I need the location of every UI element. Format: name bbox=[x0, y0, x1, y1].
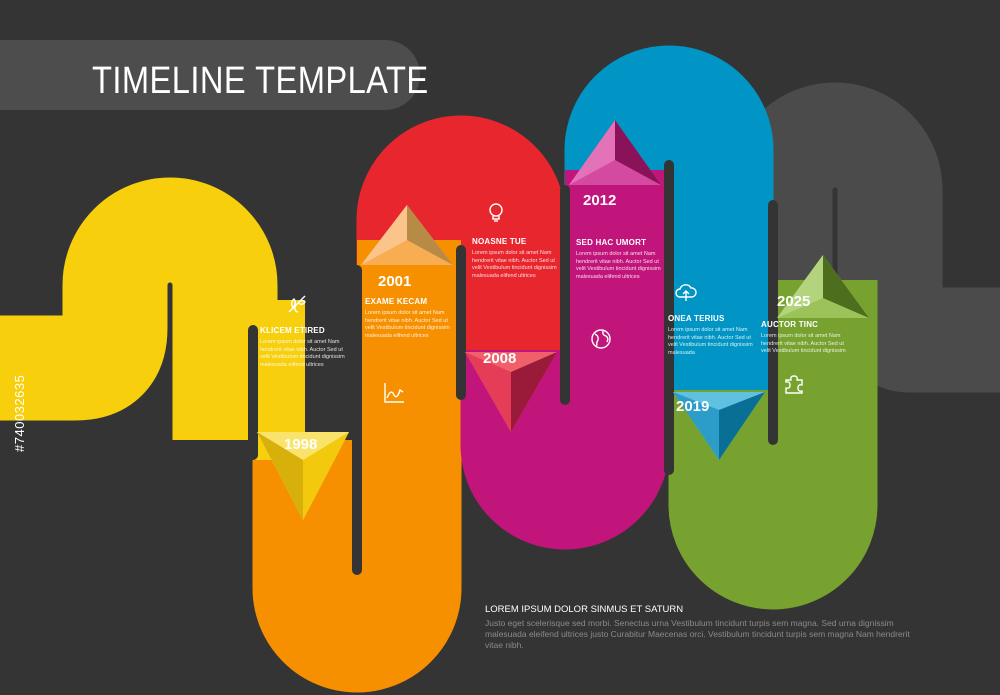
globe-icon bbox=[591, 329, 611, 349]
year-label-2019: 2019 bbox=[676, 398, 710, 415]
chart-icon bbox=[384, 383, 404, 403]
track-segment-yellow bbox=[0, 177, 278, 440]
year-label-2025: 2025 bbox=[777, 293, 811, 310]
arrow-1998 bbox=[257, 432, 349, 520]
arrow-2025 bbox=[777, 255, 869, 318]
milestone-2001: EXAME KECAM Lorem ipsum dolor sit amet N… bbox=[365, 297, 457, 340]
milestone-text: Lorem ipsum dolor sit amet Nam hendrerit… bbox=[761, 333, 846, 354]
puzzle-icon bbox=[785, 375, 803, 394]
page-title: TIMELINE TEMPLATE bbox=[92, 60, 429, 102]
milestone-text: Lorem ipsum dolor sit amet Nam hendrerit… bbox=[365, 310, 450, 339]
arrow-2001 bbox=[361, 205, 453, 265]
milestone-1998: KLICEM ETIRED Lorem ipsum dolor sit amet… bbox=[260, 326, 352, 369]
footer-heading: LOREM IPSUM DOLOR SINMUS ET SATURN bbox=[485, 604, 684, 615]
title-band bbox=[0, 40, 420, 110]
cloud-icon bbox=[675, 284, 697, 301]
stock-id-label: #740032635 bbox=[12, 374, 27, 452]
track-u-blue-green bbox=[668, 280, 878, 610]
milestone-heading: SED HAC UMORT bbox=[576, 238, 647, 247]
year-label-1998: 1998 bbox=[284, 436, 318, 453]
milestone-heading: AUCTOR TINC bbox=[761, 320, 819, 329]
milestone-heading: ONEA TERIUS bbox=[668, 314, 725, 323]
milestone-text: Lorem ipsum dolor sit amet Nam hendrerit… bbox=[668, 327, 753, 356]
track-gaps bbox=[248, 160, 778, 575]
milestone-2019: ONEA TERIUS Lorem ipsum dolor sit amet N… bbox=[668, 314, 760, 357]
arrow-2012 bbox=[569, 120, 661, 185]
footer-note: LOREM IPSUM DOLOR SINMUS ET SATURN Justo… bbox=[485, 604, 925, 651]
footer-text: Justo eget scelerisque sed morbi. Senect… bbox=[485, 618, 910, 650]
track-u-orange-red bbox=[356, 115, 566, 420]
lightbulb-icon bbox=[489, 203, 503, 222]
milestone-text: Lorem ipsum dolor sit amet Nam hendrerit… bbox=[576, 251, 661, 280]
track-orange-fill bbox=[357, 240, 461, 500]
milestone-heading: KLICEM ETIRED bbox=[260, 326, 325, 335]
track-u-red-magenta bbox=[460, 200, 670, 550]
year-label-2001: 2001 bbox=[378, 273, 412, 290]
track-blue-fill bbox=[669, 150, 773, 390]
milestone-2025: AUCTOR TINC Lorem ipsum dolor sit amet N… bbox=[761, 320, 853, 356]
milestone-heading: EXAME KECAM bbox=[365, 297, 428, 306]
year-label-2008: 2008 bbox=[483, 350, 517, 367]
milestone-text: Lorem ipsum dolor sit amet Nam hendrerit… bbox=[472, 250, 557, 279]
track-magenta-fill bbox=[565, 170, 669, 430]
milestone-text: Lorem ipsum dolor sit amet Nam hendrerit… bbox=[260, 339, 345, 368]
track-segment-gray bbox=[727, 82, 1000, 458]
arrow-2008 bbox=[465, 352, 557, 432]
year-label-2012: 2012 bbox=[583, 192, 617, 209]
milestone-2008: NOASNE TUE Lorem ipsum dolor sit amet Na… bbox=[472, 237, 564, 280]
arrow-2019 bbox=[673, 392, 765, 460]
track-red-fill bbox=[461, 220, 565, 350]
milestone-heading: NOASNE TUE bbox=[472, 237, 527, 246]
leaf-icon bbox=[288, 295, 306, 313]
track-u-yellow-orange bbox=[252, 300, 462, 693]
milestone-2012: SED HAC UMORT Lorem ipsum dolor sit amet… bbox=[576, 238, 668, 281]
